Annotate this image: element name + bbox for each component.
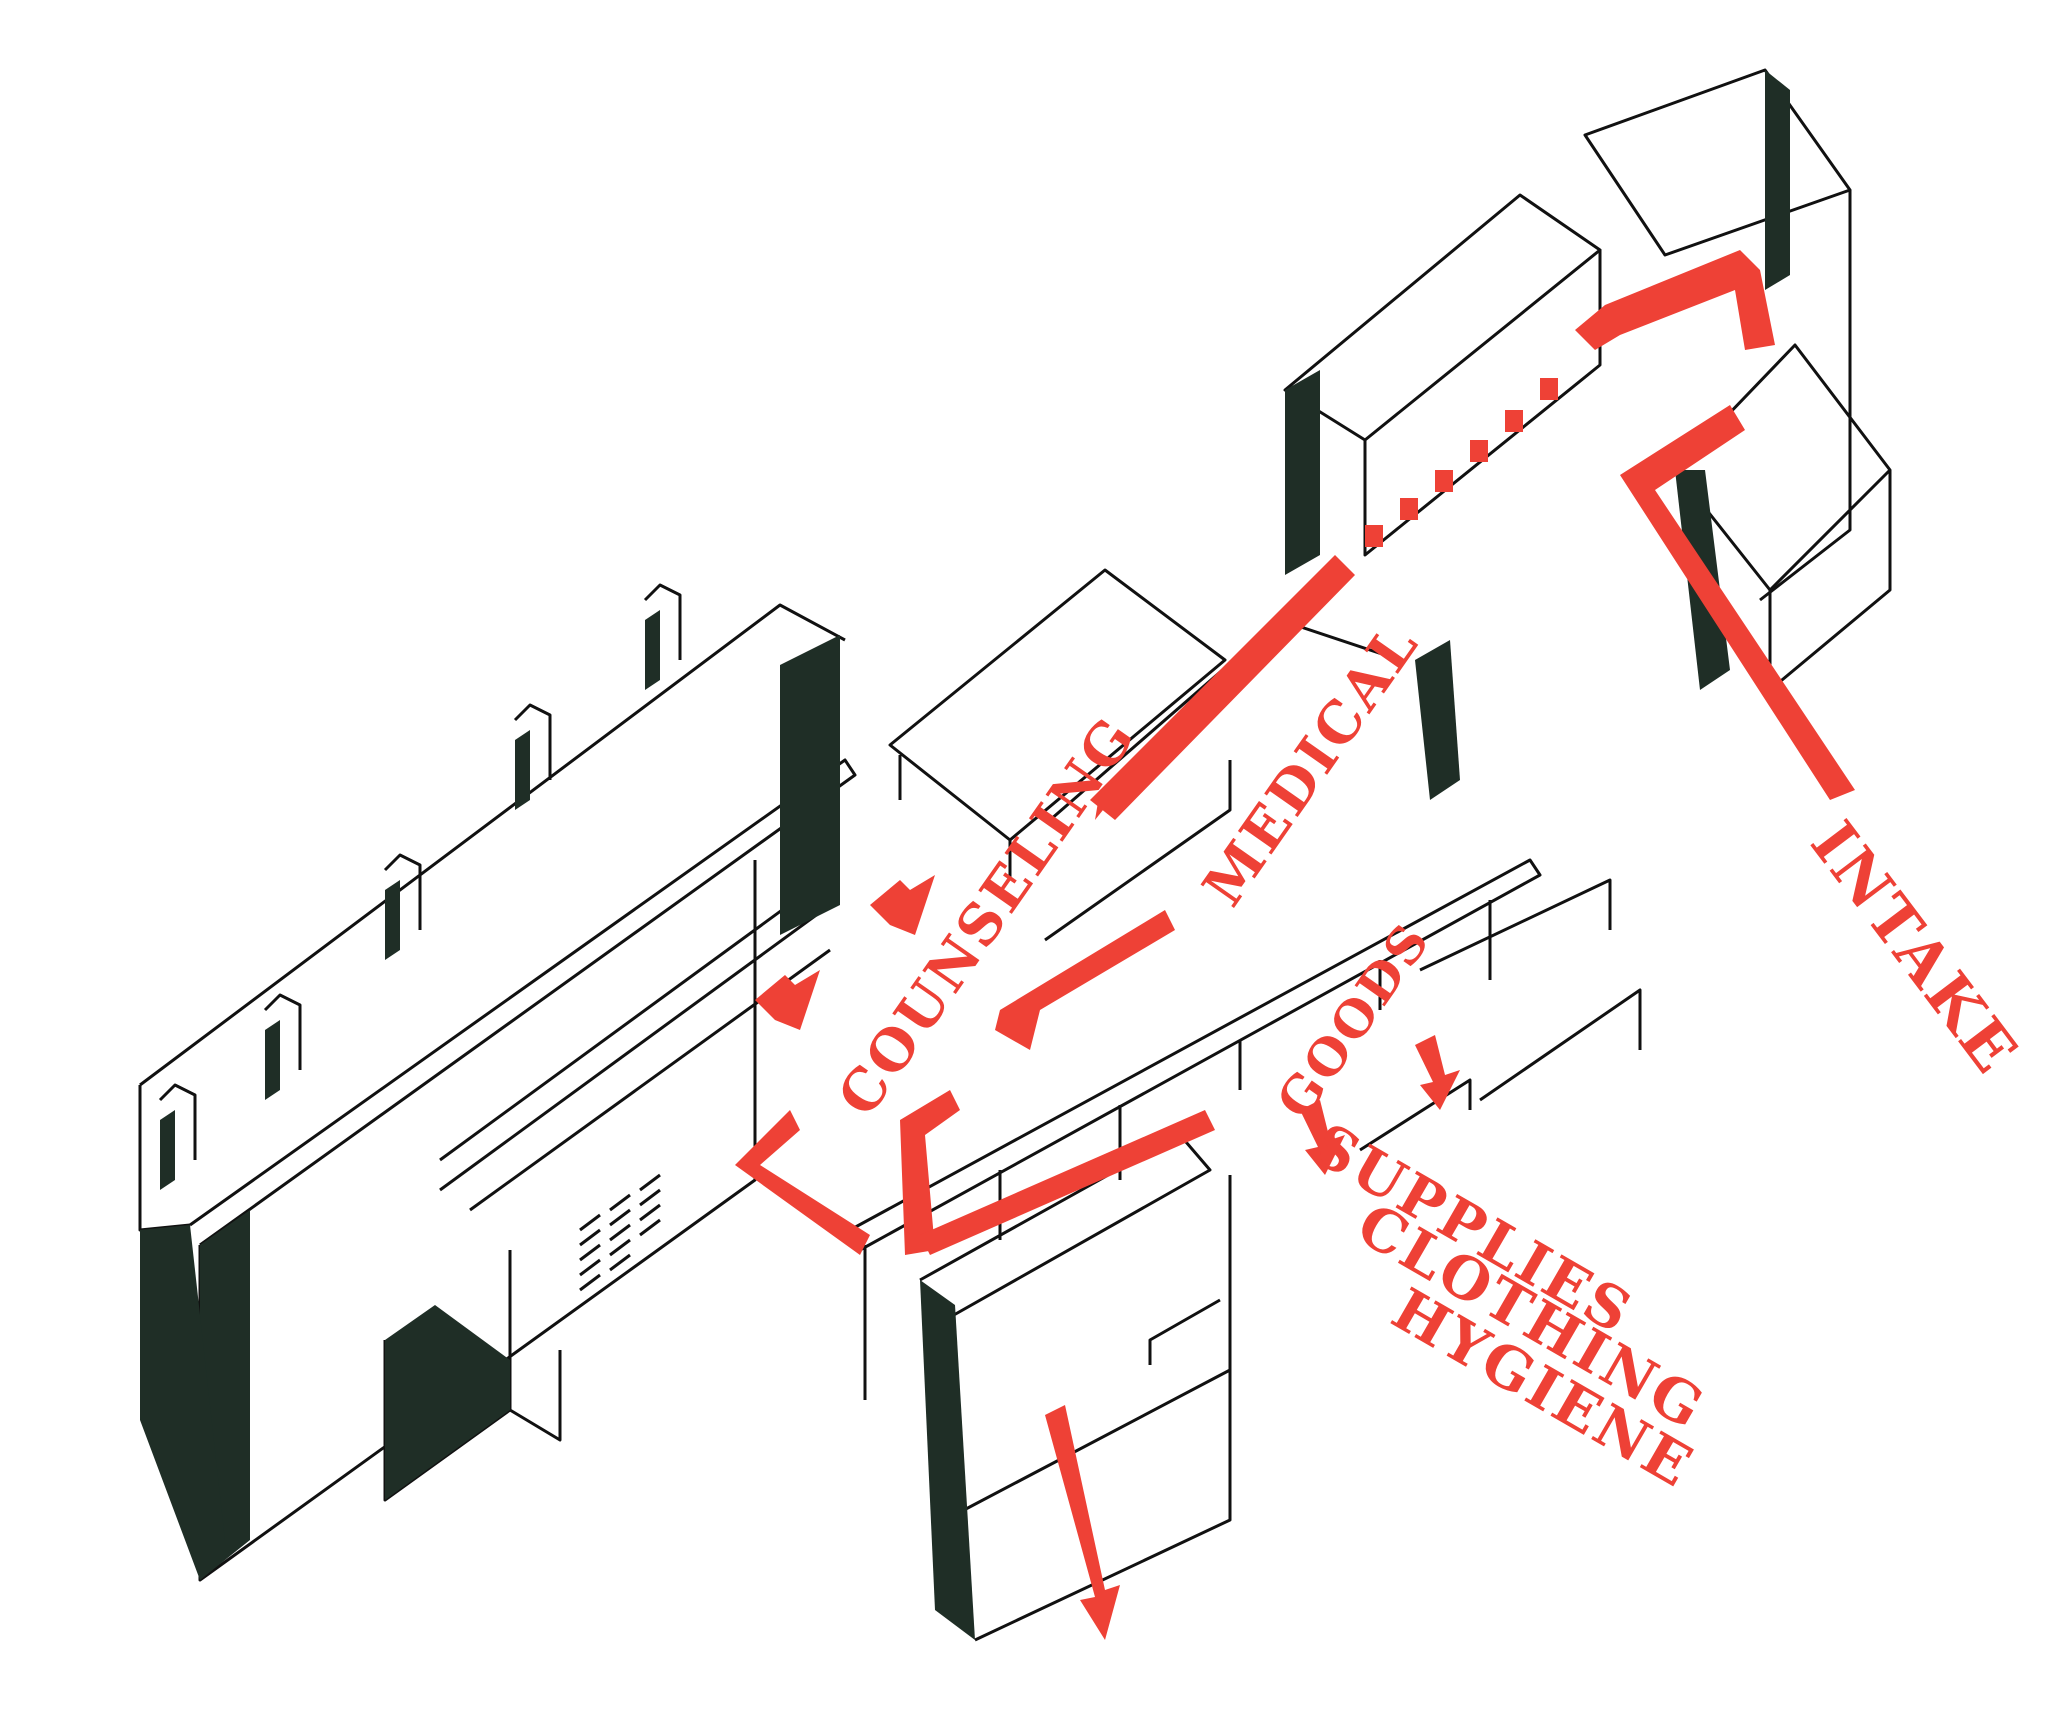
- tower-face: [1285, 370, 1320, 575]
- counseling-arrow-1: [755, 970, 820, 1030]
- back-building-top: [1583, 68, 1852, 257]
- intake-path-drop: [1620, 405, 1855, 800]
- roof-tube-2: [439, 903, 831, 1192]
- shed-face: [780, 635, 840, 935]
- roof-monitor-solid-4: [515, 730, 530, 810]
- medical-arrow: [1095, 770, 1135, 820]
- intake-path-top: [1575, 250, 1775, 350]
- lower-right-wall-1: [1419, 878, 1612, 972]
- wall-louvres: [579, 1173, 661, 1292]
- roof-monitor-3: [383, 853, 422, 930]
- roof-monitor-5: [643, 583, 682, 660]
- goods-path-mid: [900, 1090, 960, 1255]
- exit-arrow: [1045, 1405, 1120, 1640]
- bottom-building-roof: [919, 1133, 1212, 1322]
- goods-arrow-1: [1300, 1100, 1345, 1175]
- lower-right-wall-3: [1359, 1078, 1472, 1152]
- roof-monitor-solid-5: [645, 610, 660, 690]
- goods-path-left: [735, 1110, 870, 1255]
- lower-block-face: [385, 1305, 510, 1500]
- back-building-side: [1759, 190, 1852, 602]
- main-block-wall: [198, 860, 757, 1582]
- medical-path: [1090, 555, 1355, 820]
- building-linework: [138, 68, 1892, 1642]
- medical-chevron: [995, 910, 1175, 1050]
- canopy-slab: [888, 568, 1227, 842]
- bottom-building-face: [920, 1280, 975, 1640]
- goods-path-beam: [920, 1110, 1215, 1255]
- roof-monitor-solid-2: [265, 1020, 280, 1100]
- main-block-rear-edge: [139, 603, 846, 1087]
- bottom-building-vent: [1148, 1298, 1221, 1365]
- roof-monitor-1: [158, 1083, 197, 1160]
- colonnade-beam: [849, 858, 1542, 1252]
- roof-tube-1: [439, 873, 831, 1162]
- roof-monitor-4: [513, 703, 552, 780]
- main-block-top-edge: [189, 758, 857, 1247]
- roof-monitor-solid-1: [160, 1110, 175, 1190]
- solid-shadow-faces: [140, 70, 1790, 1640]
- counseling-arrow-2: [870, 875, 935, 935]
- small-block-face: [1415, 640, 1460, 800]
- mid-partitions: [1044, 760, 1232, 942]
- left-stair-face: [140, 1225, 225, 1580]
- wall-opening-markers: [1365, 378, 1558, 547]
- bottom-building-front: [974, 1370, 1232, 1642]
- right-pavilion-side: [1768, 470, 1892, 692]
- circulation-path: [735, 250, 1855, 1640]
- back-building-face: [1765, 70, 1790, 290]
- goods-arrow-2: [1415, 1035, 1460, 1110]
- roof-monitor-solid-3: [385, 880, 400, 960]
- roof-monitor-2: [263, 993, 302, 1070]
- lower-right-wall-2: [1479, 988, 1642, 1102]
- lower-step: [509, 1350, 562, 1442]
